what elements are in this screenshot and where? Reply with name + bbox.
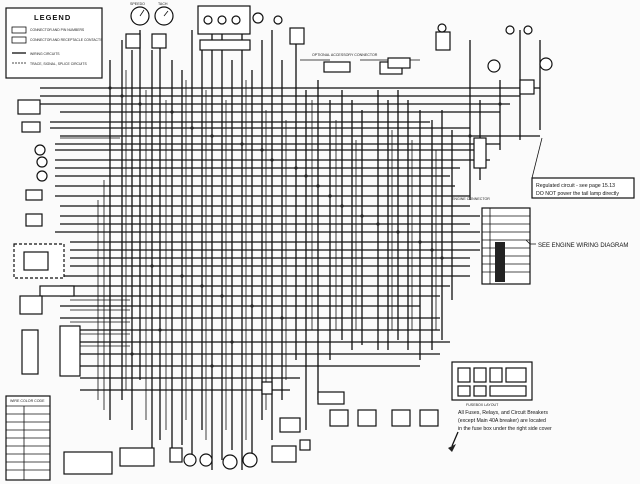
secondary-wires <box>60 59 480 440</box>
vertical-wires <box>109 30 541 470</box>
fuse-note-line3: in the fuse box under the right side cov… <box>458 426 552 432</box>
relays <box>261 381 439 451</box>
tach-label: TACH <box>158 2 168 6</box>
fusebox-layout-label: FUSEBOX LAYOUT <box>466 403 499 407</box>
junction-dots <box>108 86 502 368</box>
legend-entry-4: TRACE, SIGNAL, SPLICE CIRCUITS <box>30 62 87 66</box>
fusebox-layout: FUSEBOX LAYOUT <box>451 361 533 407</box>
fuse-note-line2: (except Main 40A breaker) are located <box>458 418 546 424</box>
left-switches <box>13 99 81 377</box>
regulated-circuit-note <box>531 177 635 199</box>
engine-connector-label: ENGINE CONNECTOR <box>452 197 490 201</box>
engine-wiring-reference: SEE ENGINE WIRING DIAGRAM <box>538 243 628 249</box>
top-gauges: SPEEDO TACH <box>125 2 174 49</box>
speedo-label: SPEEDO <box>130 2 145 6</box>
legend-box: LEGEND CONNECTOR AND PIN NUMBERS CONNECT… <box>5 7 103 79</box>
legend-title: LEGEND <box>34 13 71 22</box>
top-right-lamps <box>473 25 553 169</box>
wire-color-code-title: WIRE COLOR CODE <box>10 399 45 403</box>
indicator-cluster <box>197 5 305 51</box>
left-turn-lamp-icon <box>487 59 501 73</box>
bottom-components <box>63 445 297 475</box>
regulated-note-line2: DO NOT power the tail lamp directly <box>536 191 619 197</box>
legend-entry-2: CONNECTOR AND RECEPTACLE CONTACTS <box>30 38 103 42</box>
annotation-notes: Regulated circuit - see page 15.13 DO NO… <box>448 137 635 452</box>
optional-accessory-connector: OPTIONAL ACCESSORY CONNECTOR <box>312 23 451 75</box>
optional-connector-label: OPTIONAL ACCESSORY CONNECTOR <box>312 53 378 57</box>
horizontal-wires <box>40 87 540 391</box>
engine-connector: ENGINE CONNECTOR <box>452 197 531 285</box>
regulated-note-line1: Regulated circuit - see page 15.13 <box>536 183 615 189</box>
right-turn-lamp-icon <box>539 57 553 71</box>
legend-entry-3: WIRING CIRCUITS <box>30 52 60 56</box>
wire-color-code-table: WIRE COLOR CODE <box>5 395 51 481</box>
legend-entry-1: CONNECTOR AND PIN NUMBERS <box>30 28 85 32</box>
fuse-note-line1: All Fuses, Relays, and Circuit Breakers <box>458 410 548 416</box>
